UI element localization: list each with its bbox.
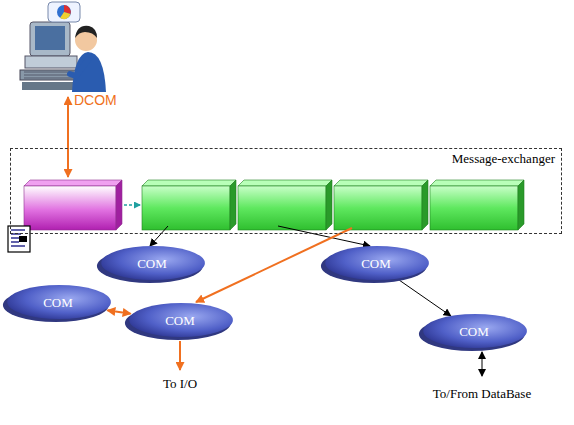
queue-arrow — [124, 204, 140, 206]
com-component: COM — [126, 301, 234, 341]
connector — [107, 310, 130, 313]
input-box — [24, 180, 122, 230]
com-component: COM — [322, 244, 430, 284]
component-name: COM — [165, 313, 195, 329]
component-name: COM — [459, 324, 489, 340]
component-name: COM — [137, 256, 167, 272]
com-component: COM — [4, 283, 112, 323]
component-name: COM — [361, 256, 391, 272]
region-title: Message-exchanger — [11, 149, 561, 167]
dcom-arrow — [67, 97, 69, 177]
protocol-label: DCOM — [74, 92, 117, 108]
document-icon — [8, 226, 30, 252]
queue-box — [238, 180, 332, 230]
database-label: To/From DataBase — [433, 386, 531, 402]
connector — [399, 280, 450, 316]
io-arrow — [179, 341, 181, 370]
component-name: COM — [43, 295, 73, 311]
queue-box — [430, 180, 524, 230]
queue-box — [142, 180, 236, 230]
message-exchanger-region: Message-exchanger — [10, 148, 562, 234]
queue-box — [334, 180, 428, 230]
output-label: To I/O — [163, 376, 197, 392]
dispatch-arrow — [150, 226, 168, 246]
com-component: COM — [98, 244, 206, 284]
database-arrow — [482, 352, 483, 376]
dispatch-arrow — [278, 226, 370, 246]
computer-user — [20, 2, 106, 92]
com-component: COM — [420, 312, 528, 352]
